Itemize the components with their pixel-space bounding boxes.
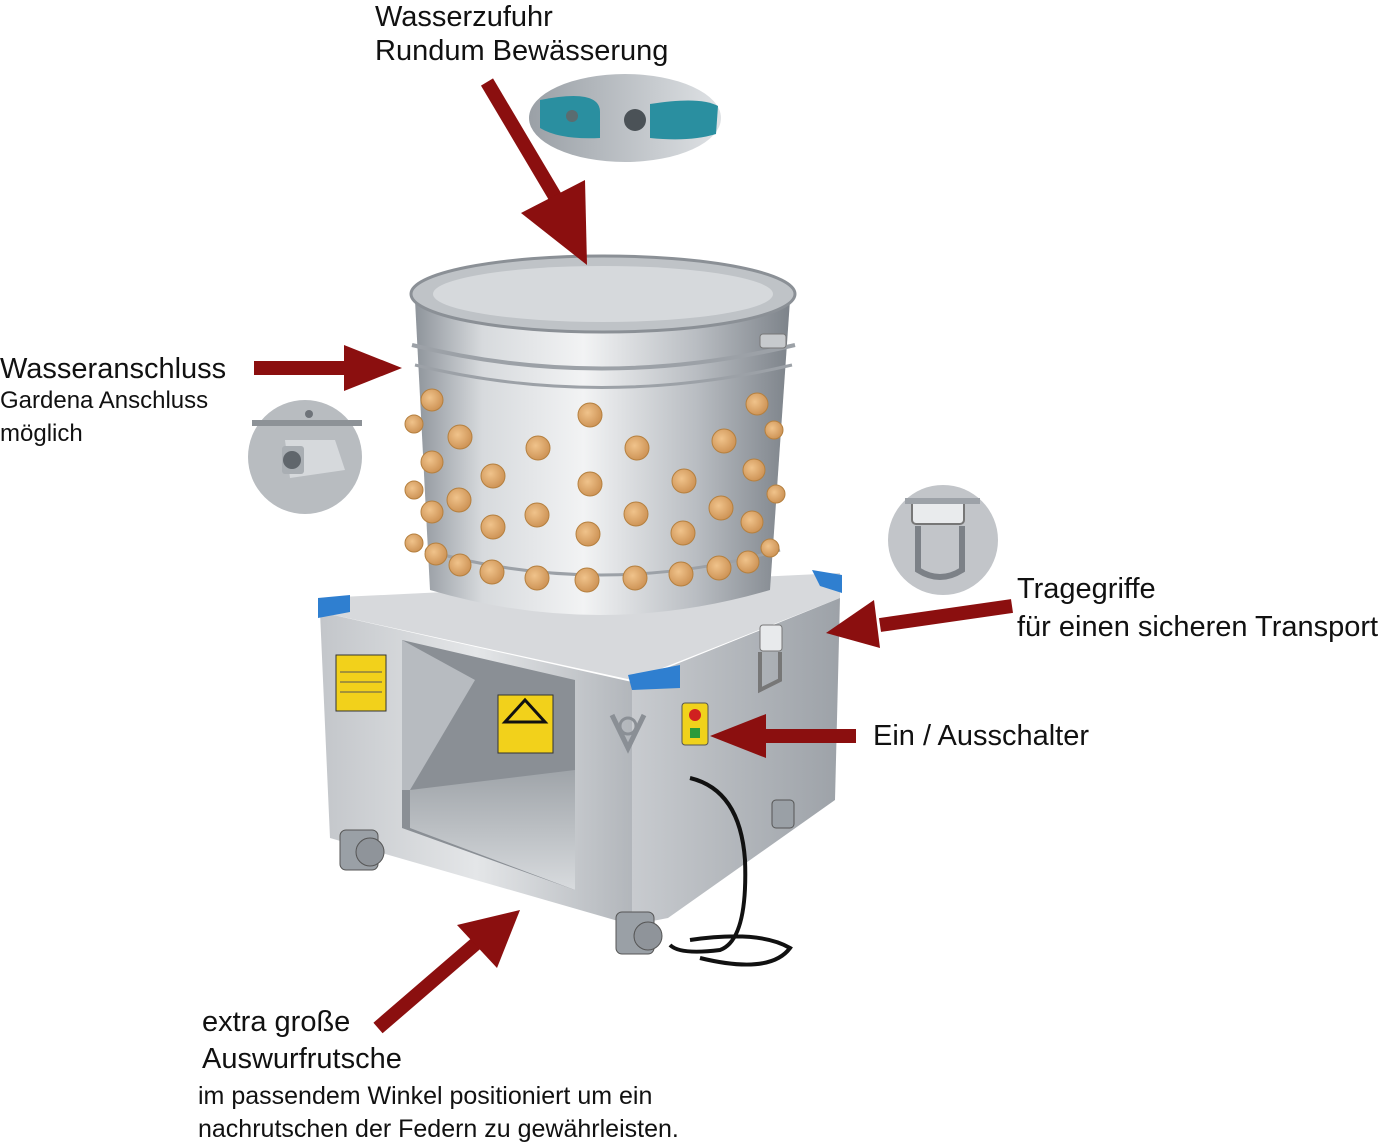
arrow-icon	[710, 714, 856, 758]
arrow-icon	[826, 599, 1013, 648]
plucker-drum	[409, 254, 797, 615]
handles-subtitle: für einen sicheren Transport	[1017, 611, 1379, 643]
brand-logo	[609, 713, 647, 754]
warning-icon	[497, 694, 554, 754]
water-supply-subtitle: Rundum Bewässerung	[375, 35, 669, 67]
inset-water-nozzle	[529, 74, 721, 162]
switch-title: Ein / Ausschalter	[873, 720, 1089, 752]
water-connection-line2: Gardena Anschluss	[0, 387, 209, 414]
water-connection-title: Wasseranschluss	[0, 353, 227, 385]
inset-carry-handle	[888, 485, 998, 595]
water-supply-title: Wasserzufuhr	[375, 1, 553, 33]
chute-title-line2: Auswurfrutsche	[202, 1043, 402, 1075]
power-switch-icon	[681, 702, 709, 746]
power-cable	[668, 776, 793, 967]
arrow-icon	[480, 78, 587, 265]
chute-title-line1: extra große	[202, 1006, 351, 1038]
chute-desc-line1: im passendem Winkel positioniert um ein	[198, 1082, 653, 1110]
rubber-fingers	[404, 388, 786, 593]
chute-desc-line2: nachrutschen der Federn zu gewährleisten…	[198, 1115, 679, 1143]
base-cabinet	[318, 570, 842, 967]
handles-title: Tragegriffe	[1017, 573, 1156, 605]
caster-wheels	[339, 799, 795, 955]
arrow-icon	[254, 345, 402, 391]
water-connection-line3: möglich	[0, 420, 83, 447]
inset-gardena-connector	[248, 400, 362, 514]
side-handle	[758, 624, 783, 694]
arrow-icon	[373, 910, 520, 1034]
